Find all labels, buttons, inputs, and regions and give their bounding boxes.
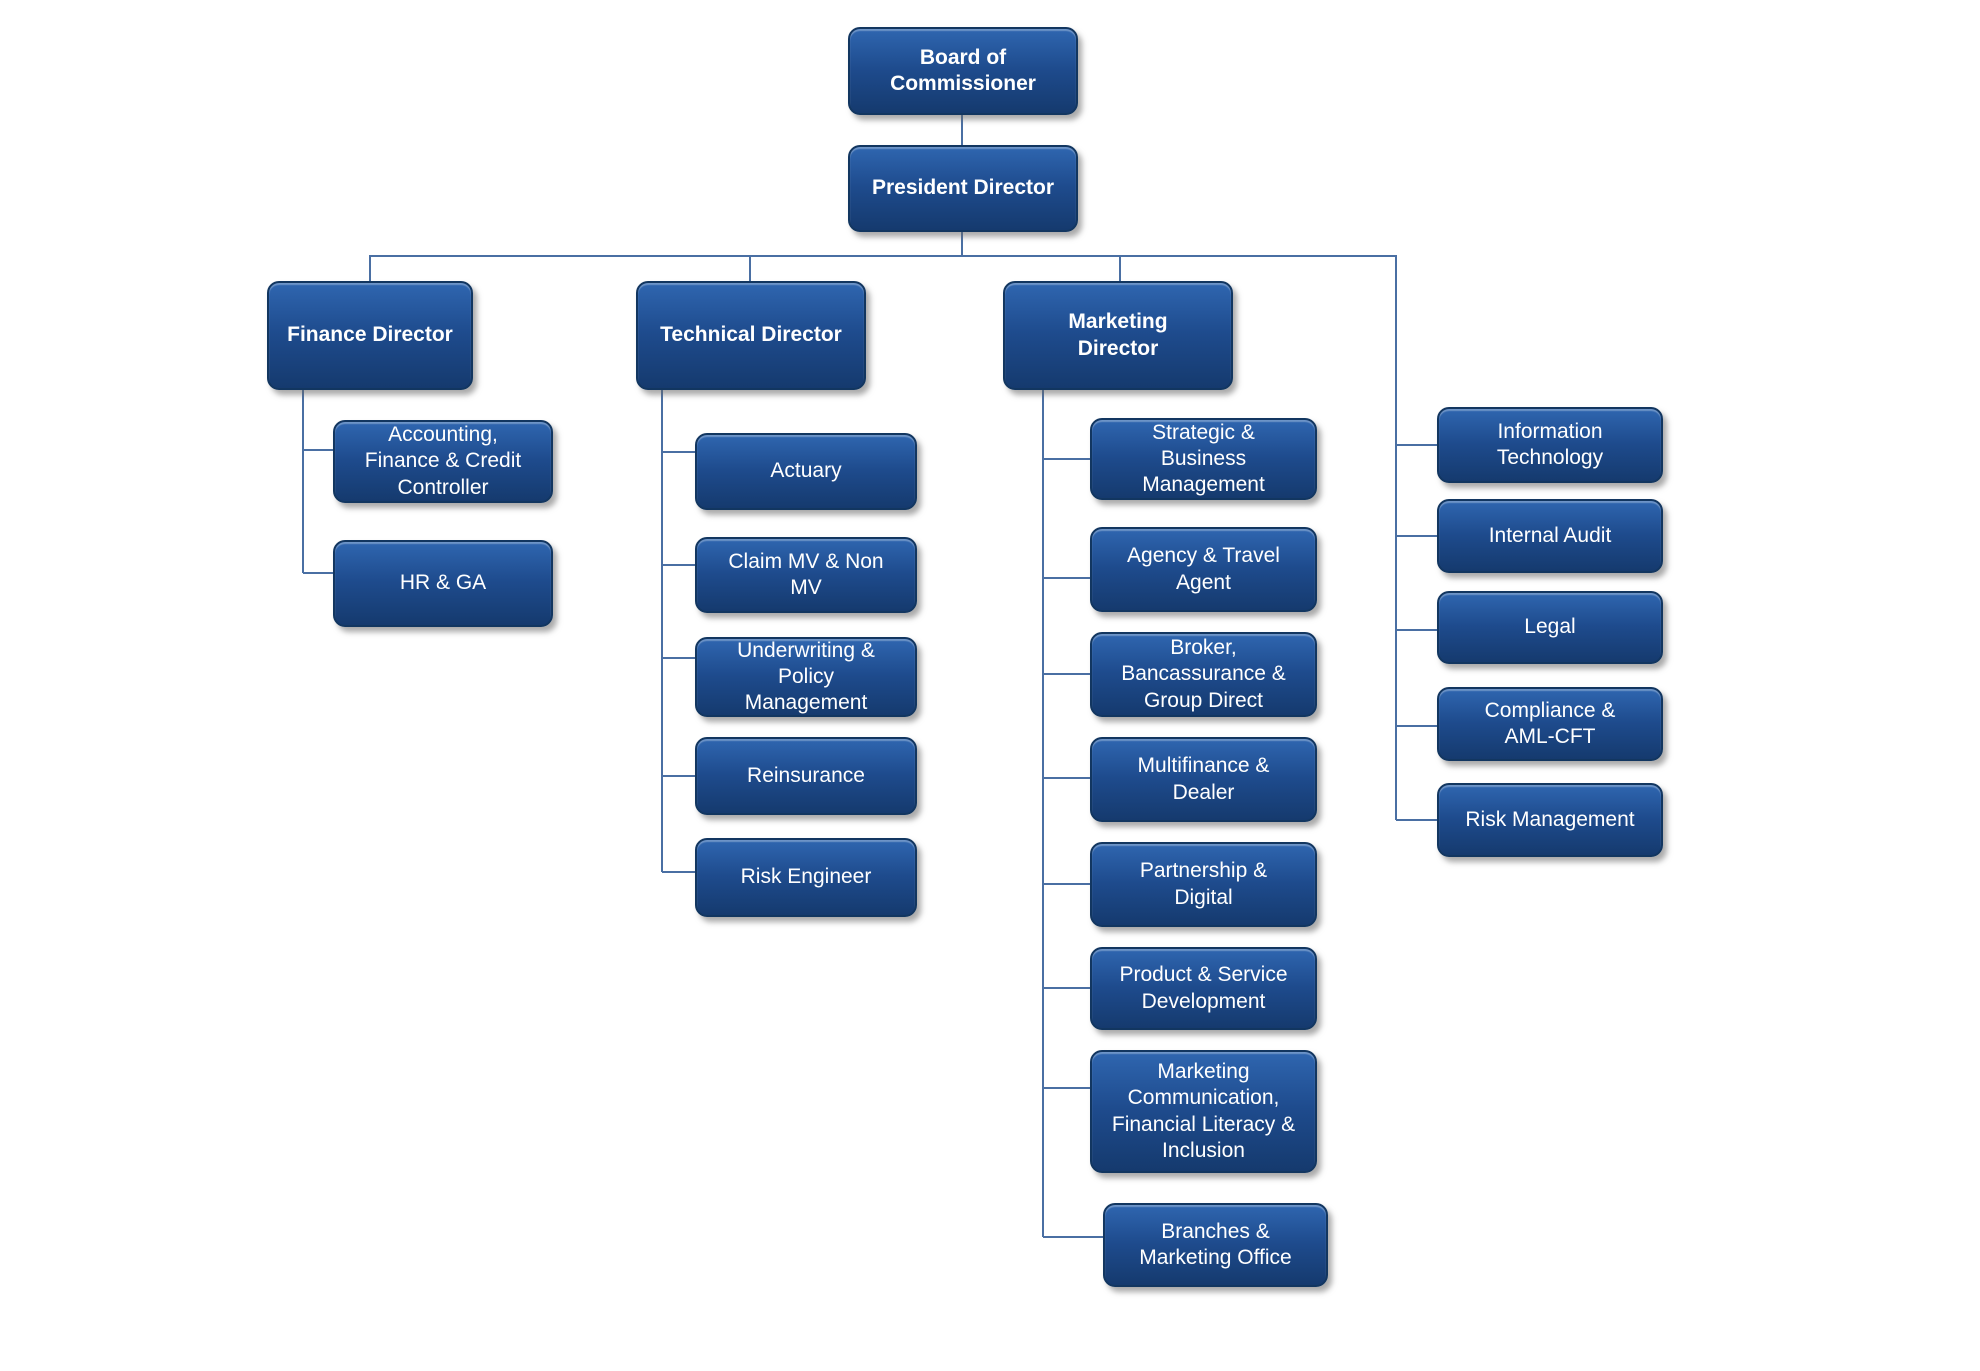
org-node-strategic-business-management: Strategic & Business Management <box>1090 418 1317 500</box>
org-node-reinsurance: Reinsurance <box>695 737 917 815</box>
org-node-president-director: President Director <box>848 145 1078 232</box>
org-node-information-technology: Information Technology <box>1437 407 1663 483</box>
org-node-partnership-digital: Partnership & Digital <box>1090 842 1317 927</box>
org-node-multifinance-dealer: Multifinance & Dealer <box>1090 737 1317 822</box>
org-node-compliance-aml-cft: Compliance & AML-CFT <box>1437 687 1663 761</box>
org-node-finance-director: Finance Director <box>267 281 473 390</box>
org-node-product-service-development: Product & Service Development <box>1090 947 1317 1030</box>
org-node-agency-travel-agent: Agency & Travel Agent <box>1090 527 1317 612</box>
org-node-technical-director: Technical Director <box>636 281 866 390</box>
org-node-board-of-commissioner: Board of Commissioner <box>848 27 1078 115</box>
org-node-underwriting-policy-management: Underwriting & Policy Management <box>695 637 917 717</box>
org-node-claim-mv-non-mv: Claim MV & Non MV <box>695 537 917 613</box>
org-node-internal-audit: Internal Audit <box>1437 499 1663 573</box>
org-node-legal: Legal <box>1437 591 1663 664</box>
org-node-accounting-finance-credit-controller: Accounting, Finance & Credit Controller <box>333 420 553 503</box>
org-node-risk-engineer: Risk Engineer <box>695 838 917 917</box>
org-node-broker-bancassurance-group-direct: Broker, Bancassurance & Group Direct <box>1090 632 1317 717</box>
org-node-branches-marketing-office: Branches & Marketing Office <box>1103 1203 1328 1287</box>
org-node-actuary: Actuary <box>695 433 917 510</box>
org-node-hr-ga: HR & GA <box>333 540 553 627</box>
org-node-marketing-director: Marketing Director <box>1003 281 1233 390</box>
org-node-marketing-communication-financial-literacy-inclusion: Marketing Communication, Financial Liter… <box>1090 1050 1317 1173</box>
org-node-risk-management: Risk Management <box>1437 783 1663 857</box>
